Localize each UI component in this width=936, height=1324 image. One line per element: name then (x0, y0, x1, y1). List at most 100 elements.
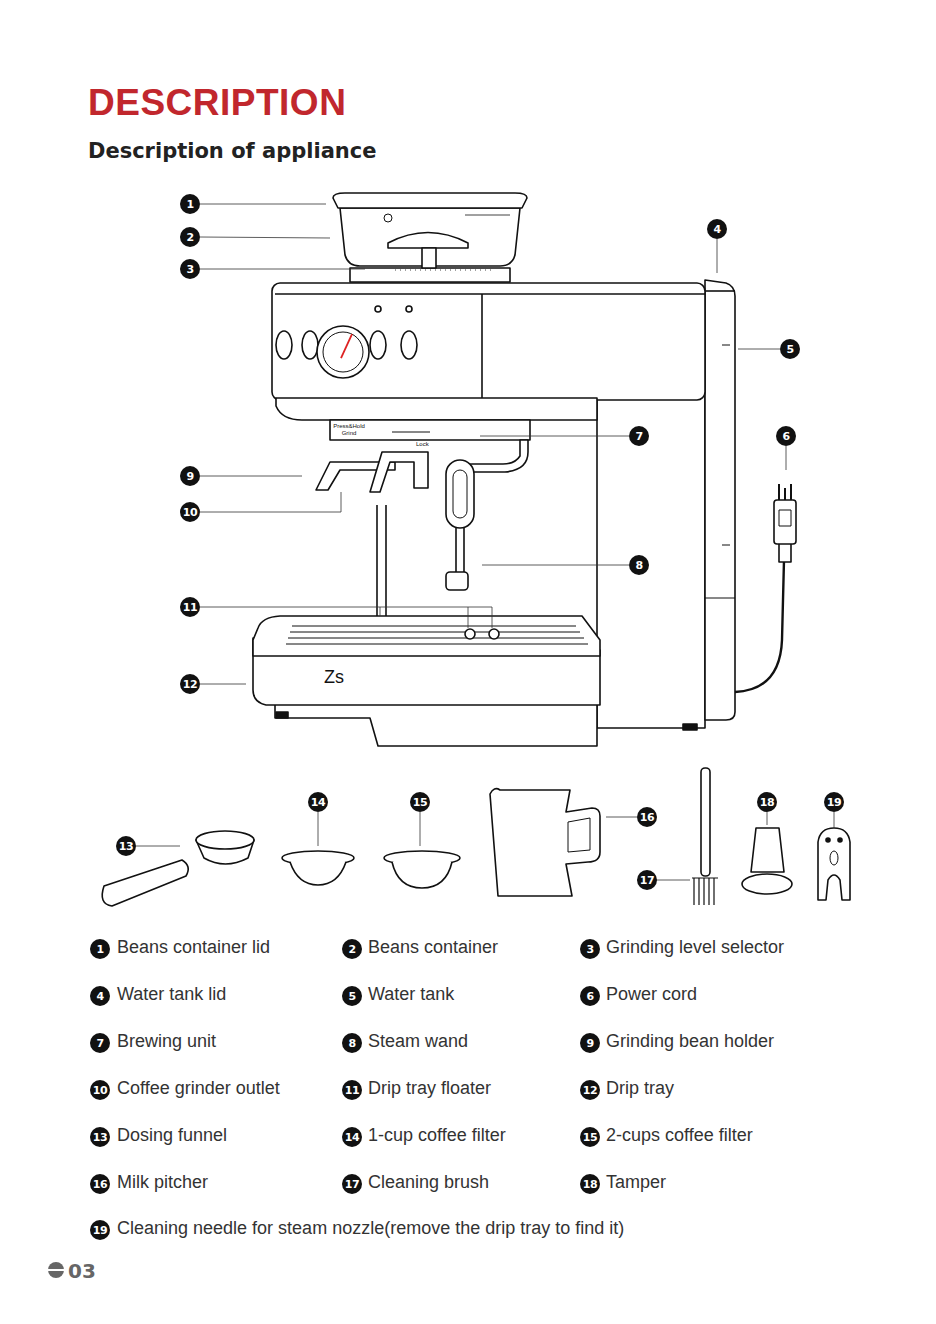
callout-text: 10 (183, 507, 197, 518)
callout-text: 3 (186, 264, 193, 275)
callout-number: 19 (824, 792, 844, 812)
portafilter-in-place (370, 452, 428, 492)
callout-number: 17 (342, 1174, 362, 1194)
brewing-unit (330, 420, 530, 440)
brand-logo: Zs (324, 667, 344, 689)
callout-number: 14 (342, 1127, 362, 1147)
callout-number: 4 (707, 219, 727, 239)
callout-text: 14 (311, 797, 325, 808)
machine-column (597, 395, 705, 728)
callout-text: 4 (96, 991, 103, 1002)
callout-text: 9 (186, 471, 193, 482)
part-name: Steam wand (368, 1031, 468, 1053)
callout-text: 19 (93, 1225, 107, 1236)
callout-text: 17 (345, 1179, 359, 1190)
scale-line (395, 270, 495, 271)
callout-number: 9 (180, 466, 200, 486)
leader-line (786, 446, 787, 470)
brush-handle (701, 768, 710, 876)
head-edge (481, 294, 483, 398)
accessories (102, 768, 850, 906)
foot (276, 712, 288, 718)
tamper-handle (751, 828, 784, 872)
callout-number: 3 (580, 939, 600, 959)
leader-line (200, 476, 302, 477)
page-icon (47, 1262, 65, 1278)
machine-marking: Lock (416, 441, 429, 448)
callout-text: 2 (348, 944, 355, 955)
leader-line (767, 812, 768, 825)
filter-cup (290, 862, 346, 885)
callout-number: 5 (342, 986, 362, 1006)
tank-mark (722, 545, 730, 546)
cleaning-needle (818, 828, 850, 900)
pitcher-handle-inner (568, 818, 590, 852)
control-button (276, 331, 292, 359)
callout-number: 18 (757, 792, 777, 812)
callout-number: 13 (116, 836, 136, 856)
control-button (401, 331, 417, 359)
callout-text: 14 (345, 1132, 359, 1143)
machine-head (272, 283, 705, 400)
subtitle: Description of appliance (88, 139, 376, 164)
page-number: 03 (68, 1259, 96, 1283)
part-name: Drip tray (606, 1078, 674, 1100)
steam-nozzle (446, 572, 468, 590)
bean-container-lid (333, 193, 527, 208)
plug-prong (778, 484, 780, 500)
callout-text: 16 (640, 812, 654, 823)
callout-text: 15 (413, 797, 427, 808)
grate-line (288, 638, 584, 639)
power-cord (735, 560, 784, 692)
brush-bristles (692, 878, 718, 905)
leader-line (480, 436, 629, 437)
callout-number: 17 (637, 870, 657, 890)
espresso-machine (253, 193, 796, 746)
callout-text: 1 (186, 199, 193, 210)
leader-line (200, 237, 330, 238)
callout-text: 18 (583, 1179, 597, 1190)
part-name: 2-cups coffee filter (606, 1125, 753, 1147)
part-name: Power cord (606, 984, 697, 1006)
drip-tray-floater (465, 629, 475, 639)
leader-line (318, 812, 319, 846)
callout-text: 8 (348, 1038, 355, 1049)
leader-lines (136, 204, 834, 880)
callout-text: 8 (635, 560, 642, 571)
callout-number: 10 (180, 502, 200, 522)
control-button (370, 331, 386, 359)
grinder-dome (388, 233, 468, 249)
cup-column (376, 505, 378, 616)
part-name: Grinding level selector (606, 937, 784, 959)
callout-number: 4 (90, 986, 110, 1006)
page-icon-bar (47, 1269, 65, 1271)
plug (774, 500, 796, 544)
milk-pitcher (490, 789, 600, 896)
callout-number: 7 (629, 426, 649, 446)
pressure-gauge-face (323, 332, 363, 372)
callout-number: 19 (90, 1220, 110, 1240)
callout-number: 8 (342, 1033, 362, 1053)
part-name: Coffee grinder outlet (117, 1078, 280, 1100)
machine-marking: Press&Hold Grind (331, 423, 367, 436)
part-name: Cleaning brush (368, 1172, 489, 1194)
callout-text: 16 (93, 1179, 107, 1190)
plug-prong (790, 484, 792, 500)
plug-prong (784, 488, 786, 500)
portafilter-rim (196, 831, 254, 849)
part-name: Brewing unit (117, 1031, 216, 1053)
callout-number: 16 (90, 1174, 110, 1194)
grinder-stem (422, 248, 436, 268)
callout-number: 11 (180, 597, 200, 617)
callout-text: 13 (93, 1132, 107, 1143)
cup-column (385, 505, 387, 616)
callout-number: 12 (580, 1080, 600, 1100)
indicator-light (406, 306, 412, 312)
callout-text: 12 (583, 1085, 597, 1096)
gauge-needle (341, 334, 352, 358)
callout-text: 13 (119, 841, 133, 852)
grate-line (290, 632, 580, 633)
leader-line (420, 812, 421, 846)
needle-hole (826, 838, 830, 842)
